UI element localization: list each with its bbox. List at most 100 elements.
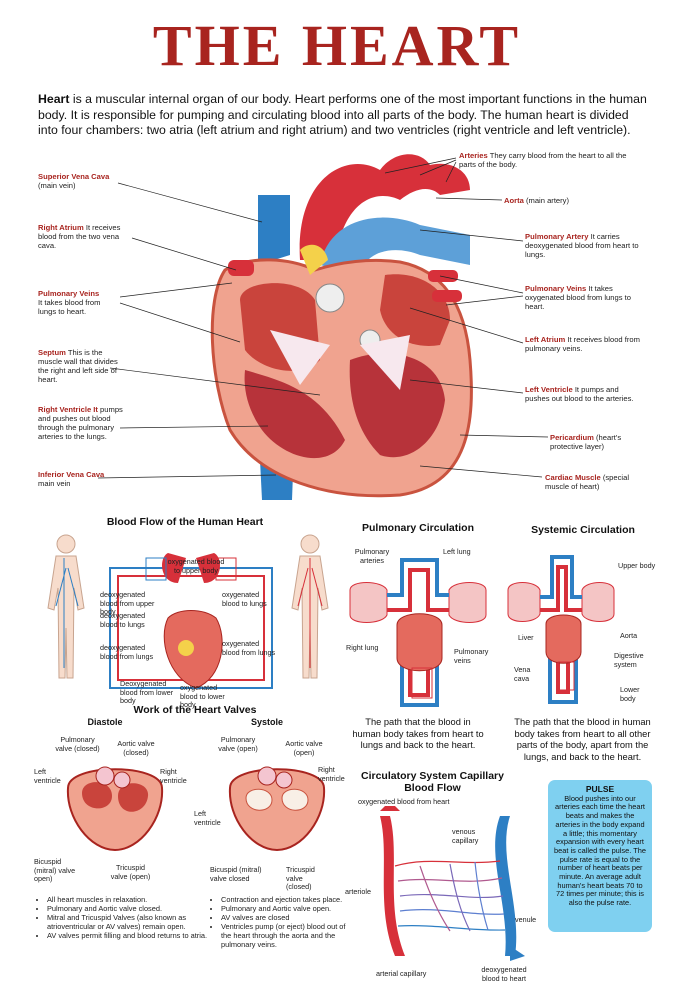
- diastole-bullet: AV valves permit filling and blood retur…: [47, 931, 212, 940]
- bf-label-5: oxygenated blood from lungs: [222, 639, 276, 657]
- desc-inferior-vena-cava: main vein: [38, 479, 71, 488]
- cap-oxy-label: oxygenated blood from heart: [358, 797, 450, 806]
- label-septum: Septum This is the muscle wall that divi…: [38, 348, 122, 384]
- capillary-title: Circulatory System Capillary Blood Flow: [361, 770, 504, 794]
- systole-bullet: Contraction and ejection takes place.: [221, 895, 346, 904]
- term-pulmonary-artery: Pulmonary Artery: [525, 232, 589, 241]
- term-pericardium: Pericardium: [550, 433, 594, 442]
- sys-lower-label: Lower body: [620, 685, 640, 703]
- sys-vena-label: Vena cava: [514, 665, 531, 683]
- desc-pulmonary-veins-right: It takes oxygenated blood from lungs to …: [525, 284, 631, 311]
- label-pericardium: Pericardium (heart's protective layer): [550, 433, 650, 451]
- cap-deoxy-label: deoxygenated blood to heart: [481, 965, 527, 983]
- bf-label-8: oxygenated blood to lower body: [180, 683, 225, 709]
- cap-arterial-label: arterial capillary: [376, 969, 427, 978]
- diastole-bullet: Mitral and Tricuspid Valves (also known …: [47, 913, 212, 931]
- systemic-title: Systemic Circulation: [531, 524, 635, 536]
- pulmonary-title: Pulmonary Circulation: [361, 522, 475, 534]
- label-aorta: Aorta (main artery): [504, 196, 644, 205]
- term-left-ventricle: Left Ventricle: [525, 385, 573, 394]
- diastole-title: Diastole: [87, 717, 123, 727]
- label-arteries: Arteries They carry blood from the heart…: [459, 151, 644, 169]
- sys-leftv-label: Left ventricle: [194, 809, 221, 827]
- desc-superior-vena-cava: (main vein): [38, 181, 76, 190]
- page-title: THE HEART: [152, 13, 522, 78]
- desc-right-ventricle: pumps and pushes out blood through the p…: [38, 405, 123, 441]
- term-left-atrium: Left Atrium: [525, 335, 566, 344]
- diastole-bullets: All heart muscles in relaxation. Pulmona…: [38, 895, 212, 940]
- blood-flow-title: Blood Flow of the Human Heart: [106, 516, 264, 528]
- label-superior-vena-cava: Superior Vena Cava(main vein): [38, 172, 128, 190]
- systole-bullet: Pulmonary and Aortic valve open.: [221, 904, 346, 913]
- sys-tricuspid-label: Tricuspid valve (closed): [286, 865, 315, 891]
- pulm-left-lung-label: Left lung: [443, 547, 471, 556]
- desc-left-atrium: It receives blood from pulmonary veins.: [525, 335, 640, 353]
- dia-aortic-label: Aortic valve (closed): [117, 739, 155, 757]
- label-right-ventricle: Right Ventricle It pumps and pushes out …: [38, 405, 124, 441]
- pulm-veins-label: Pulmonary veins: [454, 647, 489, 665]
- bf-label-2: deoxygenated blood from upper body: [100, 590, 155, 616]
- desc-septum: This is the muscle wall that divides the…: [38, 348, 118, 384]
- term-superior-vena-cava: Superior Vena Cava: [38, 172, 110, 181]
- desc-aorta: (main artery): [525, 196, 570, 205]
- term-pulmonary-veins-right: Pulmonary Veins: [525, 284, 587, 293]
- systole-bullet: Ventricles pump (or eject) blood out of …: [221, 922, 346, 949]
- term-septum: Septum: [38, 348, 66, 357]
- dia-rightv-label: Right ventricle: [160, 767, 187, 785]
- term-right-atrium: Right Atrium: [38, 223, 84, 232]
- label-cardiac-muscle: Cardiac Muscle (special muscle of heart): [545, 473, 650, 491]
- term-cardiac-muscle: Cardiac Muscle: [545, 473, 601, 482]
- dia-bicuspid-label: Bicuspid (mitral) valve open): [34, 857, 76, 883]
- intro-lead: Heart: [38, 92, 70, 106]
- sys-digestive-label: Digestive system: [614, 651, 644, 669]
- label-left-ventricle: Left Ventricle It pumps and pushes out b…: [525, 385, 640, 403]
- pulse-title: PULSE: [585, 784, 615, 794]
- pulm-right-lung-label: Right lung: [346, 643, 379, 652]
- sys-aorta-label: Aorta: [620, 631, 638, 640]
- bf-label-1: oxygenated blood to upper body: [167, 557, 225, 575]
- intro-text: is a muscular internal organ of our body…: [38, 92, 647, 137]
- diastole-bullet: Pulmonary and Aortic valve closed.: [47, 904, 212, 913]
- intro-paragraph: Heart is a muscular internal organ of ou…: [38, 92, 648, 139]
- term-arteries: Arteries: [459, 151, 488, 160]
- sys-upper-label: Upper body: [618, 561, 656, 570]
- capillary-diagram: [380, 806, 525, 961]
- label-left-atrium: Left Atrium It receives blood from pulmo…: [525, 335, 650, 353]
- pulmonary-caption: The path that the blood in human body ta…: [352, 717, 484, 750]
- pulse-box: PULSE Blood pushes into our arteries eac…: [548, 780, 652, 932]
- systemic-caption: The path that the blood in human body ta…: [514, 717, 651, 762]
- cap-arteriole-label: arteriole: [345, 887, 371, 896]
- dia-tricuspid-label: Tricuspid valve (open): [110, 863, 151, 881]
- systemic-diagram: [507, 555, 615, 704]
- bf-label-7: Deoxygenated blood from lower body: [120, 679, 174, 705]
- bf-label-4: deoxygenated blood to lungs: [100, 611, 146, 629]
- desc-pericardium: (heart's protective layer): [550, 433, 622, 451]
- sys-pulm-label: Pulmonary valve (open): [218, 735, 258, 753]
- dia-pulm-label: Pulmonary valve (closed): [55, 735, 100, 753]
- sys-aortic-label: Aortic valve (open): [285, 739, 323, 757]
- dia-leftv-label: Left ventricle: [34, 767, 61, 785]
- term-pulmonary-veins-left: Pulmonary Veins: [38, 289, 100, 298]
- desc-pulmonary-artery: It carries deoxygenated blood from heart…: [525, 232, 639, 259]
- systole-diagram: [228, 766, 326, 852]
- valves-title: Work of the Heart Valves: [133, 704, 257, 716]
- systole-title: Systole: [250, 717, 283, 727]
- blood-flow-diagram: [47, 534, 329, 689]
- diastole-bullet: All heart muscles in relaxation.: [47, 895, 212, 904]
- pulmonary-diagram: [349, 558, 487, 707]
- desc-left-ventricle: It pumps and pushes out blood to the art…: [525, 385, 634, 403]
- term-right-ventricle: Right Ventricle It: [38, 405, 98, 414]
- term-inferior-vena-cava: Inferior Vena Cava: [38, 470, 105, 479]
- sys-liver-label: Liver: [518, 633, 534, 642]
- diastole-diagram: [66, 766, 164, 852]
- label-pulmonary-veins-right: Pulmonary Veins It takes oxygenated bloo…: [525, 284, 647, 311]
- label-right-atrium: Right Atrium It receives blood from the …: [38, 223, 138, 250]
- bf-label-3: oxygenated blood to lungs: [222, 590, 267, 608]
- pulm-arteries-label: Pulmonary arteries: [354, 547, 390, 565]
- desc-cardiac-muscle: (special muscle of heart): [545, 473, 630, 491]
- desc-arteries: They carry blood from the heart to all t…: [459, 151, 627, 169]
- sys-bicuspid-label: Bicuspid (mitral) valve closed: [210, 865, 262, 883]
- desc-right-atrium: It receives blood from the two vena cava…: [38, 223, 121, 250]
